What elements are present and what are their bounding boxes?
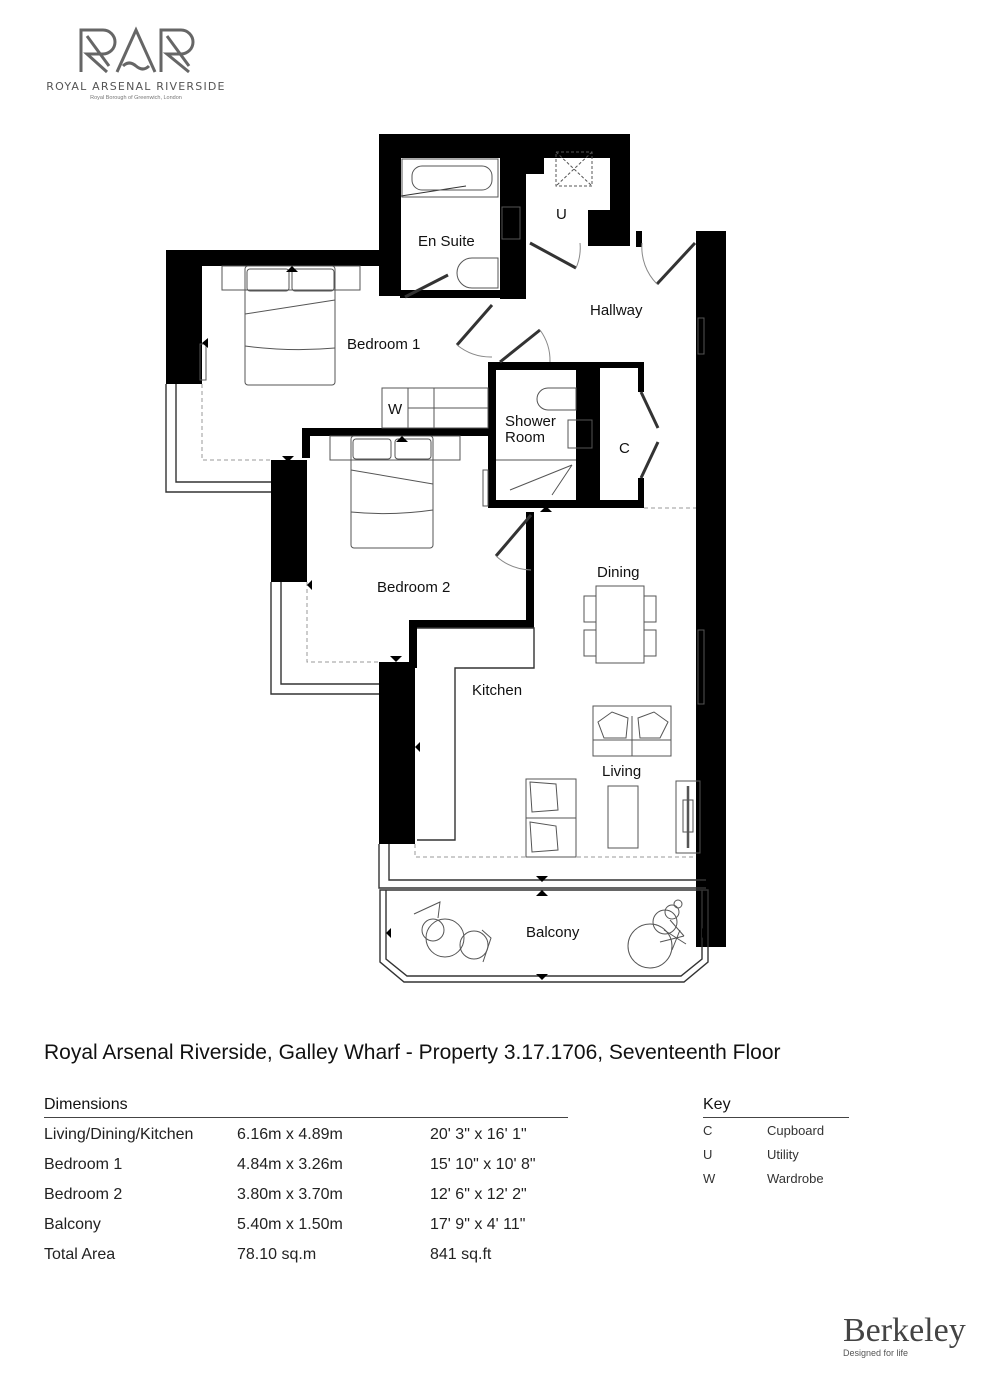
key-row: U Utility xyxy=(703,1142,849,1166)
table-row: Balcony 5.40m x 1.50m 17' 9" x 4' 11" xyxy=(44,1210,568,1240)
label-wardrobe: W xyxy=(388,401,403,418)
label-dining: Dining xyxy=(597,564,640,581)
property-title: Royal Arsenal Riverside, Galley Wharf - … xyxy=(44,1041,781,1064)
table-row: Living/Dining/Kitchen 6.16m x 4.89m 20' … xyxy=(44,1120,568,1150)
key-code: W xyxy=(703,1170,716,1186)
label-kitchen: Kitchen xyxy=(472,682,522,699)
doors xyxy=(400,185,697,571)
label-shower-room-1: Shower xyxy=(505,413,556,430)
rar-logo: ROYAL ARSENAL RIVERSIDE Royal Borough of… xyxy=(46,26,226,101)
key-code: U xyxy=(703,1146,713,1162)
dim-metric: 4.84m x 3.26m xyxy=(237,1156,343,1173)
key-meaning: Wardrobe xyxy=(767,1170,824,1186)
dashed-lines xyxy=(201,384,696,858)
brand-tagline: Designed for life xyxy=(843,1348,909,1358)
table-row: Bedroom 1 4.84m x 3.26m 15' 10" x 10' 8" xyxy=(44,1150,568,1180)
label-bedroom-1: Bedroom 1 xyxy=(347,336,420,353)
key-meaning: Cupboard xyxy=(767,1122,825,1138)
dim-imperial: 841 sq.ft xyxy=(430,1246,492,1263)
label-shower-room-2: Room xyxy=(505,429,545,446)
label-hallway: Hallway xyxy=(590,302,643,319)
dimensions-heading: Dimensions xyxy=(44,1096,568,1118)
dim-imperial: 12' 6" x 12' 2" xyxy=(430,1186,527,1203)
berkeley-logo: Berkeley Designed for life xyxy=(843,1312,966,1359)
label-en-suite: En Suite xyxy=(418,233,475,250)
brand-name: Berkeley xyxy=(843,1312,966,1349)
floor-plan: En Suite U Hallway Bedroom 1 W Shower Ro… xyxy=(165,134,726,983)
dimensions-table: Dimensions Living/Dining/Kitchen 6.16m x… xyxy=(44,1096,568,1270)
dim-room: Bedroom 1 xyxy=(44,1156,123,1173)
elevation-markers xyxy=(202,266,707,980)
key-table: Key C Cupboard U Utility W Wardrobe xyxy=(703,1096,849,1190)
label-cupboard: C xyxy=(619,440,630,457)
key-code: C xyxy=(703,1122,713,1138)
dim-metric: 6.16m x 4.89m xyxy=(237,1126,343,1143)
furniture xyxy=(199,151,705,969)
dim-metric: 78.10 sq.m xyxy=(237,1246,317,1263)
dim-metric: 3.80m x 3.70m xyxy=(237,1186,343,1203)
dim-metric: 5.40m x 1.50m xyxy=(237,1216,343,1233)
label-bedroom-2: Bedroom 2 xyxy=(377,579,450,596)
label-utility: U xyxy=(556,206,567,223)
key-meaning: Utility xyxy=(767,1146,799,1162)
dim-imperial: 20' 3" x 16' 1" xyxy=(430,1126,527,1143)
table-row: Bedroom 2 3.80m x 3.70m 12' 6" x 12' 2" xyxy=(44,1180,568,1210)
logo-name: ROYAL ARSENAL RIVERSIDE xyxy=(46,80,226,93)
dim-room: Bedroom 2 xyxy=(44,1186,123,1203)
label-living: Living xyxy=(602,763,641,780)
logo-subtitle: Royal Borough of Greenwich, London xyxy=(90,95,182,101)
dim-imperial: 15' 10" x 10' 8" xyxy=(430,1156,536,1173)
dim-room: Total Area xyxy=(44,1246,116,1263)
outlines xyxy=(165,384,709,983)
dim-imperial: 17' 9" x 4' 11" xyxy=(430,1216,526,1233)
key-row: W Wardrobe xyxy=(703,1166,849,1190)
rar-logo-mark-icon xyxy=(79,26,195,74)
dim-room: Living/Dining/Kitchen xyxy=(44,1126,194,1143)
label-balcony: Balcony xyxy=(526,924,580,941)
walls xyxy=(166,134,726,947)
key-heading: Key xyxy=(703,1096,849,1118)
table-row: Total Area 78.10 sq.m 841 sq.ft xyxy=(44,1240,568,1270)
key-row: C Cupboard xyxy=(703,1118,849,1142)
dim-room: Balcony xyxy=(44,1216,101,1233)
room-labels: En Suite U Hallway Bedroom 1 W Shower Ro… xyxy=(347,206,643,941)
